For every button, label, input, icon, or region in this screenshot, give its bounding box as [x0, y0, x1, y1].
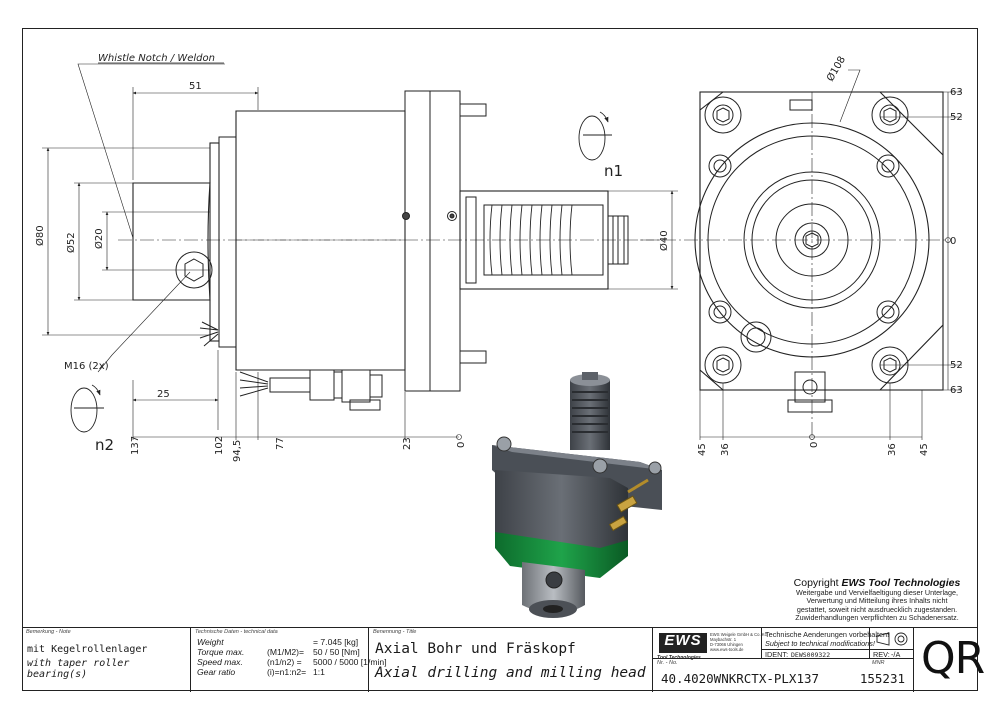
dim-base-77: 77: [275, 437, 286, 450]
dim-dia-80: Ø80: [34, 225, 46, 246]
rotation-n1-icon: [578, 111, 612, 161]
rotation-n1-label: n1: [604, 162, 623, 180]
tech-row-gear-ratio: Gear ratio(i)=n1:n2=1:1: [197, 667, 325, 677]
title-german: Axial Bohr und Fräskopf: [375, 641, 576, 657]
dim-length-25: 25: [157, 389, 170, 400]
front-view: [694, 91, 944, 413]
copyright-line-4: Zuwiderhandlungen verpflichten zu Schade…: [795, 613, 959, 623]
title-english: Axial drilling and milling head: [375, 665, 646, 681]
side-view-dimensions: [42, 63, 678, 440]
copyright-title: Copyright EWS Tool Technologies: [793, 577, 961, 589]
title-cell: Benennung - Title Axial Bohr und Fräskop…: [369, 628, 653, 692]
dim-b-36-right: 36: [887, 443, 898, 456]
dim-r-0: 0: [950, 236, 956, 247]
copyright-line-1: Weitergabe und Vervielfaeltigung dieser …: [795, 588, 959, 597]
dim-base-102: 102: [214, 436, 225, 455]
thread-label: M16 (2x): [64, 361, 109, 372]
title-block: Bemerkung - Note mit Kegelrollenlager wi…: [22, 627, 985, 692]
dim-base-0: 0: [456, 442, 467, 448]
drawing-sheet-frame: [22, 28, 978, 691]
title-caption: Benennung - Title: [373, 629, 417, 635]
side-view: [118, 90, 665, 411]
dim-r-63-top: 63: [950, 87, 963, 98]
rotation-n2-icon: [70, 384, 104, 433]
part-number-caption: Nr. - No.: [657, 660, 678, 666]
rev-value: -/A: [891, 650, 901, 659]
dim-dia-40: Ø40: [658, 230, 670, 251]
qr-cell: QR: [914, 628, 985, 692]
dim-b-45-left: 45: [697, 443, 708, 456]
dim-dia-20: Ø20: [93, 228, 105, 249]
front-view-dimensions: [640, 69, 962, 440]
dim-b-45-right: 45: [919, 443, 930, 456]
tech-caption: Technische Daten - technical data: [195, 629, 278, 635]
ews-logo: EWS: [659, 633, 707, 653]
dim-length-51: 51: [189, 81, 202, 92]
remark-caption: Bemerkung - Note: [26, 629, 71, 635]
tech-row-speed: Speed max.(n1/n2) =5000 / 5000 [1/min]: [197, 657, 387, 667]
mnr-number: 155231: [859, 671, 905, 686]
dim-b-36-left: 36: [720, 443, 731, 456]
company-cell: EWS Tool Technologies EWS Weigele GmbH &…: [653, 628, 914, 692]
change-note-english: Subject to technical modifications!: [765, 639, 875, 648]
whistle-notch-label: Whistle Notch / Weldon: [98, 53, 215, 64]
projection-symbol-icon: [876, 632, 908, 646]
tech-row-weight: Weight= 7.045 [kg]: [197, 637, 359, 647]
rev-label: REV:: [873, 650, 890, 659]
dim-base-23: 23: [402, 437, 413, 450]
part-number: 40.4020WNKRCTX-PLX137: [661, 671, 820, 686]
ident-value: DEWS009322: [791, 651, 831, 659]
ident-label: IDENT:: [765, 650, 789, 659]
remark-english: with taper roller bearing(s): [27, 658, 130, 680]
qr-label: QR: [921, 633, 985, 684]
remark-cell: Bemerkung - Note mit Kegelrollenlager wi…: [22, 628, 191, 692]
product-3d-render: [492, 372, 662, 618]
dim-dia-52: Ø52: [65, 232, 77, 253]
dim-r-63-bottom: 63: [950, 385, 963, 396]
copyright-notice: Copyright EWS Tool Technologies Weiterga…: [782, 577, 972, 623]
dim-r-52-top: 52: [950, 112, 963, 123]
change-note-german: Technische Aenderungen vorbehalten!: [765, 630, 890, 639]
dim-r-52-bottom: 52: [950, 360, 963, 371]
rotation-n2-label: n2: [95, 436, 114, 454]
dim-b-0: 0: [809, 442, 820, 448]
remark-german: mit Kegelrollenlager: [27, 644, 148, 655]
dim-base-94-5: 94,5: [232, 440, 243, 462]
company-address: EWS Weigele GmbH & Co. KG Maybachstr. 1 …: [710, 632, 768, 652]
side-view-labels: Whistle Notch / Weldon 51 25 M16 (2x) Ø8…: [34, 53, 670, 462]
tech-row-torque: Torque max.(M1/M2)=50 / 50 [Nm]: [197, 647, 360, 657]
copyright-line-2: Verwertung und Mitteilung ihres Inhalts …: [806, 596, 948, 606]
tech-data-cell: Technische Daten - technical data Weight…: [191, 628, 387, 692]
front-view-labels: Ø108 63 52 0 52 63 45 36 0 36 45: [697, 54, 963, 456]
mnr-caption: MNR: [872, 660, 885, 666]
dim-base-137: 137: [130, 436, 141, 455]
dim-dia-108: Ø108: [824, 54, 848, 83]
copyright-line-3: gestattet, soweit nicht ausdruecklich zu…: [796, 604, 958, 614]
